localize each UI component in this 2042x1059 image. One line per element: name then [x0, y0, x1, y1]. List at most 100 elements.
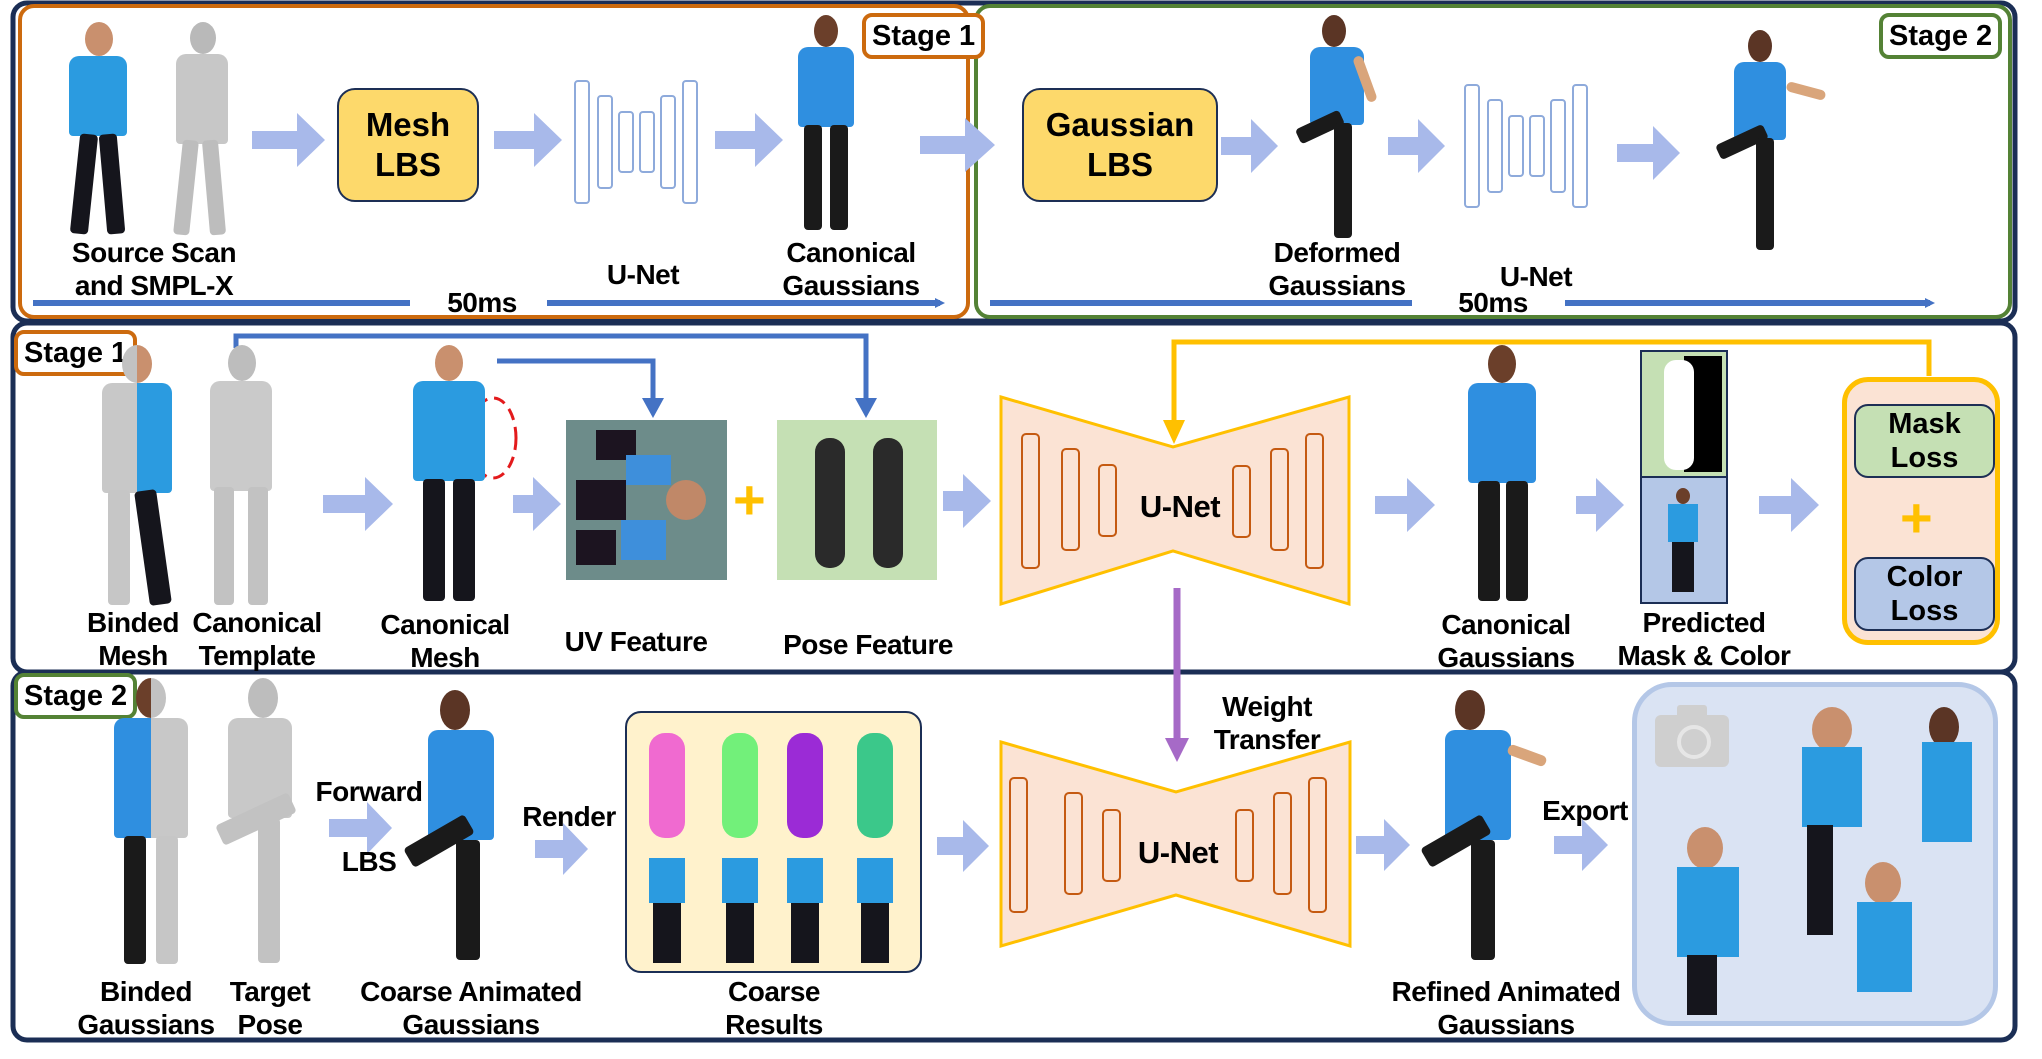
- deformed-gaussians-label: Deformed Gaussians: [1268, 236, 1406, 302]
- canonical-gaussians-stage1-line1: Canonical: [1441, 609, 1571, 640]
- canonical-gaussians-label-top: Canonical Gaussians: [782, 236, 920, 302]
- arrowhead-icon: [642, 398, 664, 418]
- canonical-gaussians-line2: Gaussians: [782, 270, 920, 301]
- timing-label-stage1: 50ms: [447, 287, 517, 318]
- target-pose-line1: Target: [229, 976, 311, 1007]
- mesh-lbs-line2: LBS: [374, 146, 441, 183]
- source-scan-line1: Source Scan: [71, 237, 237, 268]
- uv-feature-image: [566, 420, 727, 580]
- stage1-arrows: [323, 474, 1819, 532]
- binded-mesh-line1: Binded: [87, 607, 179, 638]
- coarse-animated-line2: Gaussians: [402, 1009, 540, 1040]
- plus-icon: +: [733, 468, 766, 531]
- coarse-results-line2: Results: [725, 1009, 823, 1040]
- loss-feedback-loop: [1171, 339, 1932, 425]
- unet-bars-top2: [1464, 84, 1588, 208]
- canonical-gaussians-label-stage1: Canonical Gaussians: [1437, 608, 1575, 674]
- uv-feature-label: UV Feature: [564, 626, 708, 657]
- arrowhead-icon: [855, 398, 877, 418]
- binded-gaussians-line2: Gaussians: [77, 1009, 215, 1040]
- loss-plus-icon: +: [1900, 486, 1933, 549]
- unet-label-stage2: U-Net: [1137, 835, 1219, 870]
- predicted-mask-image: [1640, 350, 1728, 478]
- refined-animated-line2: Gaussians: [1437, 1009, 1575, 1040]
- deformed-gaussians-figure: [1288, 15, 1383, 240]
- coarse-animated-gaussians-figure: [400, 690, 515, 965]
- lbs-label: LBS: [341, 846, 397, 877]
- pose-feature-image: [777, 420, 937, 580]
- arrow-icon: [1221, 119, 1278, 173]
- binded-mesh-figure: [82, 345, 192, 610]
- arrow-icon: [920, 118, 995, 172]
- mask-loss-line1: Mask: [1888, 408, 1961, 440]
- predicted-mask-color-label: Predicted Mask & Color: [1618, 606, 1791, 672]
- coarse-animated-label: Coarse Animated Gaussians: [360, 975, 582, 1041]
- predicted-line2: Mask & Color: [1617, 640, 1791, 671]
- gaussian-lbs-line1: Gaussian: [1045, 106, 1195, 143]
- refined-animated-gaussians-figure: [1415, 690, 1548, 965]
- render-label: Render: [522, 801, 616, 832]
- canonical-template-line1: Canonical: [192, 607, 322, 638]
- camera-icon: [1655, 705, 1729, 767]
- canonical-template-line2: Template: [198, 640, 316, 671]
- source-scan-figure: [55, 22, 145, 237]
- binded-gaussians-figure: [98, 678, 208, 968]
- forward-label: Forward: [315, 776, 423, 807]
- canonical-gaussians-line1: Canonical: [786, 237, 916, 268]
- refined-gaussians-figure-top: [1708, 30, 1827, 255]
- arrowhead-icon: [1165, 738, 1189, 762]
- arrow-icon: [1388, 119, 1445, 173]
- gaussian-lbs-line2: LBS: [1086, 146, 1153, 183]
- binded-gaussians-line1: Binded: [100, 976, 192, 1007]
- coarse-results-panel: [625, 711, 922, 973]
- stage2-panel-frame: [10, 669, 2018, 1043]
- color-loss-line1: Color: [1886, 561, 1963, 593]
- canonical-mesh-label: Canonical Mesh: [380, 608, 510, 674]
- export-results-panel: [1632, 682, 1998, 1026]
- timing-label-stage2: 50ms: [1458, 287, 1528, 318]
- stage2-tag-top: Stage 2: [1879, 13, 2003, 59]
- arrow-icon: [715, 113, 783, 167]
- binded-gaussians-label: Binded Gaussians: [77, 975, 215, 1041]
- refined-animated-label: Refined Animated Gaussians: [1391, 975, 1622, 1041]
- unet-label-stage1: U-Net: [1139, 489, 1221, 524]
- predicted-line1: Predicted: [1642, 607, 1766, 638]
- weight-transfer-label: Weight Transfer: [1214, 690, 1321, 756]
- template-to-pose-connector: [233, 333, 869, 400]
- target-pose-line2: Pose: [237, 1009, 303, 1040]
- pose-feature-label: Pose Feature: [783, 629, 953, 660]
- deformed-gaussians-line2: Gaussians: [1268, 270, 1406, 301]
- canonical-mesh-line1: Canonical: [380, 609, 510, 640]
- mask-loss-line2: Loss: [1890, 442, 1959, 474]
- weight-transfer-line2: Transfer: [1213, 724, 1321, 755]
- color-loss-line2: Loss: [1890, 595, 1959, 627]
- stage2-arrows: [329, 802, 1608, 875]
- unet-label-top2: U-Net: [1499, 261, 1573, 292]
- binded-mesh-label: Binded Mesh: [87, 606, 179, 672]
- weight-transfer-line1: Weight: [1222, 691, 1312, 722]
- mesh-lbs-line1: Mesh: [365, 106, 451, 143]
- source-scan-label: Source Scan and SMPL-X: [71, 236, 237, 302]
- top-arrows: [252, 113, 1680, 180]
- deformed-gaussians-line1: Deformed: [1273, 237, 1401, 268]
- canonical-template-label: Canonical Template: [192, 606, 322, 672]
- canonical-mesh-line2: Mesh: [410, 642, 480, 673]
- target-pose-label: Target Pose: [230, 975, 311, 1041]
- smplx-figure: [160, 22, 240, 237]
- binded-mesh-line2: Mesh: [98, 640, 168, 671]
- refined-animated-line1: Refined Animated: [1391, 976, 1622, 1007]
- coarse-results-label: Coarse Results: [725, 975, 823, 1041]
- predicted-color-image: [1640, 476, 1728, 604]
- arrow-icon: [252, 113, 325, 167]
- canonical-template-figure: [190, 345, 290, 610]
- unet-bowtie-stage1: [999, 395, 1351, 607]
- arrow-icon: [1617, 126, 1680, 180]
- canonical-gaussians-figure-stage1: [1452, 345, 1552, 610]
- stage1-tag-top: Stage 1: [862, 13, 986, 59]
- coarse-animated-line1: Coarse Animated: [360, 976, 582, 1007]
